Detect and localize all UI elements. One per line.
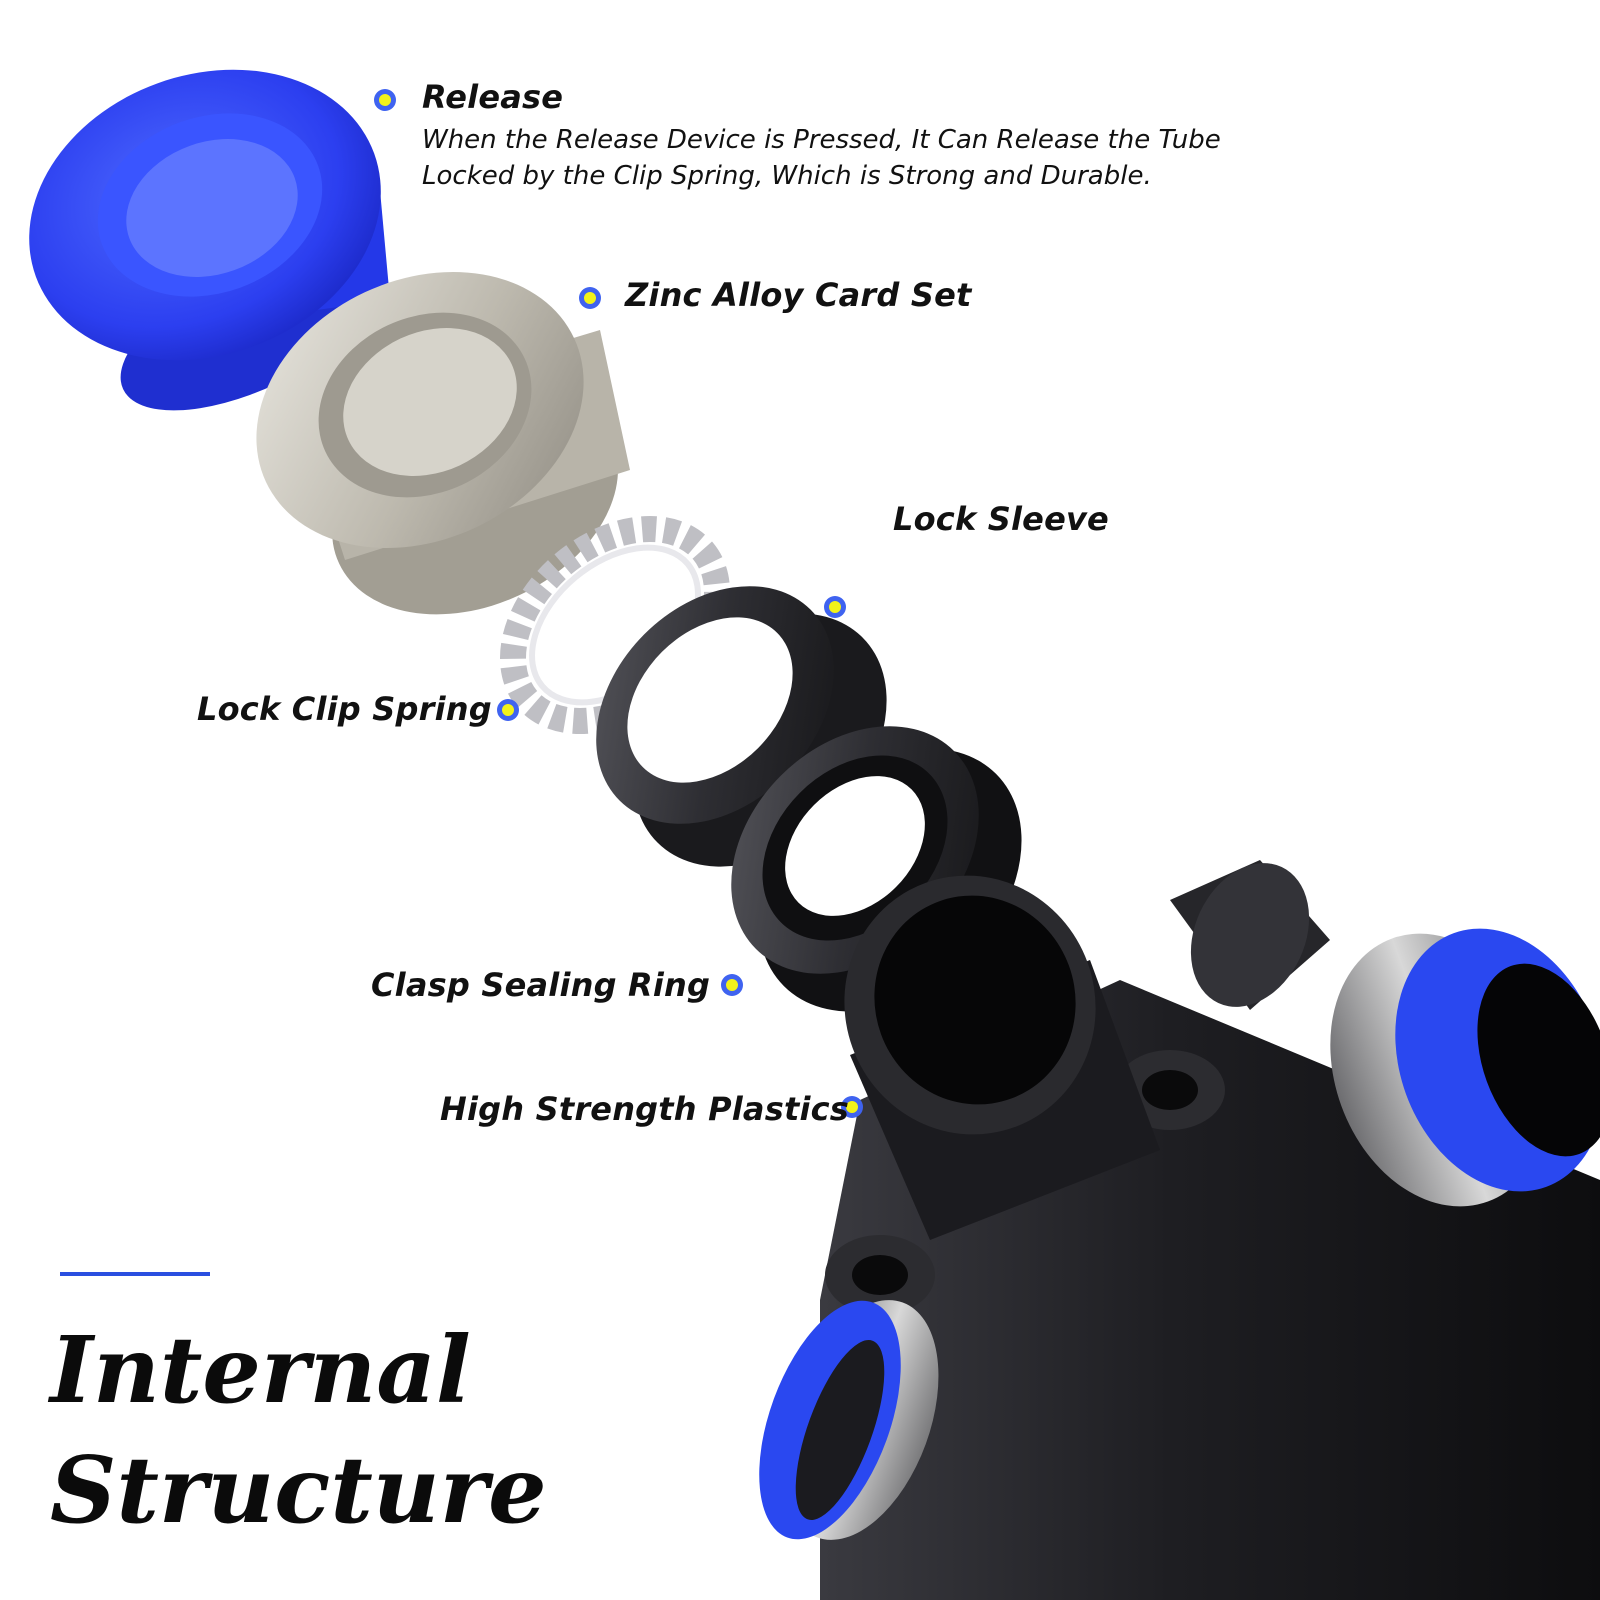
callout-marker-clip-spring <box>497 699 519 721</box>
label-high-strength-plastics: High Strength Plastics <box>440 1090 850 1128</box>
label-clasp-sealing-ring: Clasp Sealing Ring <box>371 966 711 1004</box>
callout-marker-release <box>374 89 396 111</box>
zinc-alloy-ring <box>256 272 630 615</box>
fitting-body <box>759 860 1600 1600</box>
release-description-line-2: Locked by the Clip Spring, Which is Stro… <box>422 161 1152 191</box>
title-accent-line <box>60 1272 210 1276</box>
label-zinc-alloy-card-set: Zinc Alloy Card Set <box>625 276 972 314</box>
callout-marker-sealing-ring <box>721 974 743 996</box>
release-description-line-1: When the Release Device is Pressed, It C… <box>422 125 1221 155</box>
callout-marker-lock-sleeve <box>824 596 846 618</box>
label-lock-sleeve: Lock Sleeve <box>893 500 1109 538</box>
label-lock-clip-spring: Lock Clip Spring <box>197 690 492 728</box>
release-button-cap <box>29 69 390 411</box>
label-release: Release <box>422 78 564 116</box>
callout-marker-zinc <box>579 287 601 309</box>
title-line-2: Structure <box>50 1436 547 1544</box>
callout-marker-plastics <box>841 1096 863 1118</box>
title-line-1: Internal <box>50 1316 471 1424</box>
